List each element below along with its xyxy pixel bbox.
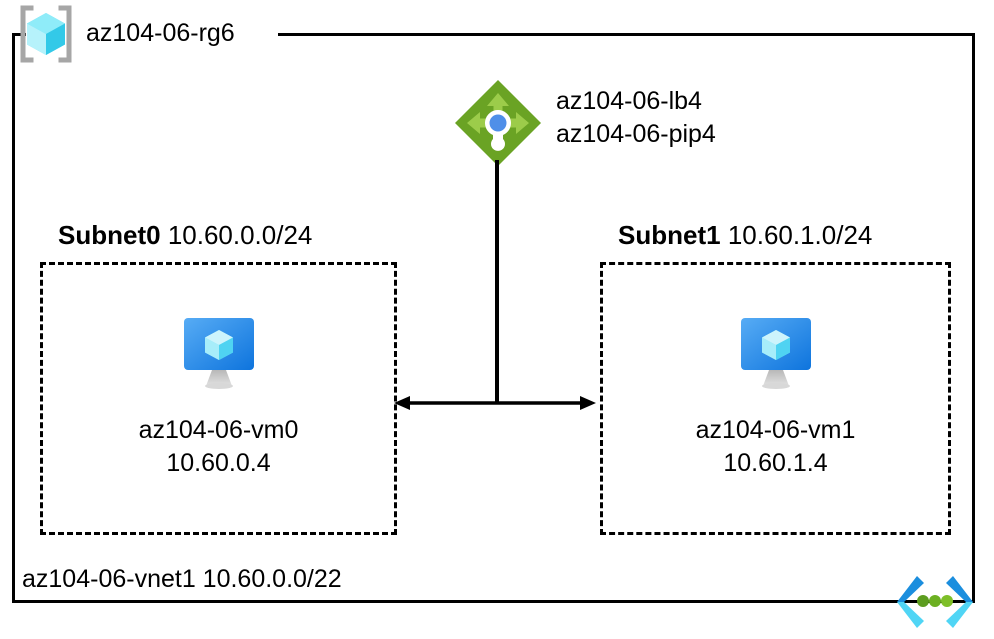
vm0-ip: 10.60.0.4 — [166, 449, 271, 477]
public-ip-name: az104-06-pip4 — [556, 120, 716, 148]
resource-group-header: az104-06-rg6 — [14, 2, 235, 66]
vm0-name: az104-06-vm0 — [138, 416, 299, 444]
vm0-labels: az104-06-vm0 10.60.0.4 — [139, 414, 299, 480]
vm1-name: az104-06-vm1 — [695, 416, 856, 444]
subnet1-cidr: 10.60.1.0/24 — [727, 220, 873, 250]
subnet1-name: Subnet1 — [618, 220, 721, 250]
resource-group-border-top-left — [12, 33, 26, 36]
resource-group-cube-icon — [14, 2, 78, 66]
vm1-ip: 10.60.1.4 — [723, 449, 828, 477]
vm1-group: az104-06-vm1 10.60.1.4 — [600, 312, 951, 480]
subnet1-box — [600, 262, 951, 535]
resource-group-label: az104-06-rg6 — [86, 18, 235, 47]
resource-group-border-left — [12, 33, 15, 603]
virtual-network-icon — [893, 574, 977, 630]
virtual-machine-icon — [176, 312, 262, 392]
vnet-label: az104-06-vnet1 10.60.0.0/22 — [22, 565, 342, 593]
subnet0-title: Subnet0 10.60.0.0/24 — [58, 222, 312, 248]
load-balancer-connector-line — [495, 160, 499, 403]
subnet-connector-arrow — [392, 394, 598, 412]
load-balancer-name: az104-06-lb4 — [556, 87, 702, 115]
subnet0-box — [40, 262, 397, 535]
subnet0-cidr: 10.60.0.0/24 — [167, 220, 313, 250]
load-balancer-icon — [452, 77, 544, 169]
subnet0-name: Subnet0 — [58, 220, 161, 250]
load-balancer-labels: az104-06-lb4 az104-06-pip4 — [556, 85, 716, 151]
resource-group-border-bottom — [12, 600, 975, 603]
resource-group-border-right — [972, 33, 975, 603]
resource-group-border-top — [278, 33, 975, 36]
subnet1-title: Subnet1 10.60.1.0/24 — [618, 222, 872, 248]
virtual-machine-icon — [733, 312, 819, 392]
vm0-group: az104-06-vm0 10.60.0.4 — [40, 312, 397, 480]
vm1-labels: az104-06-vm1 10.60.1.4 — [696, 414, 856, 480]
